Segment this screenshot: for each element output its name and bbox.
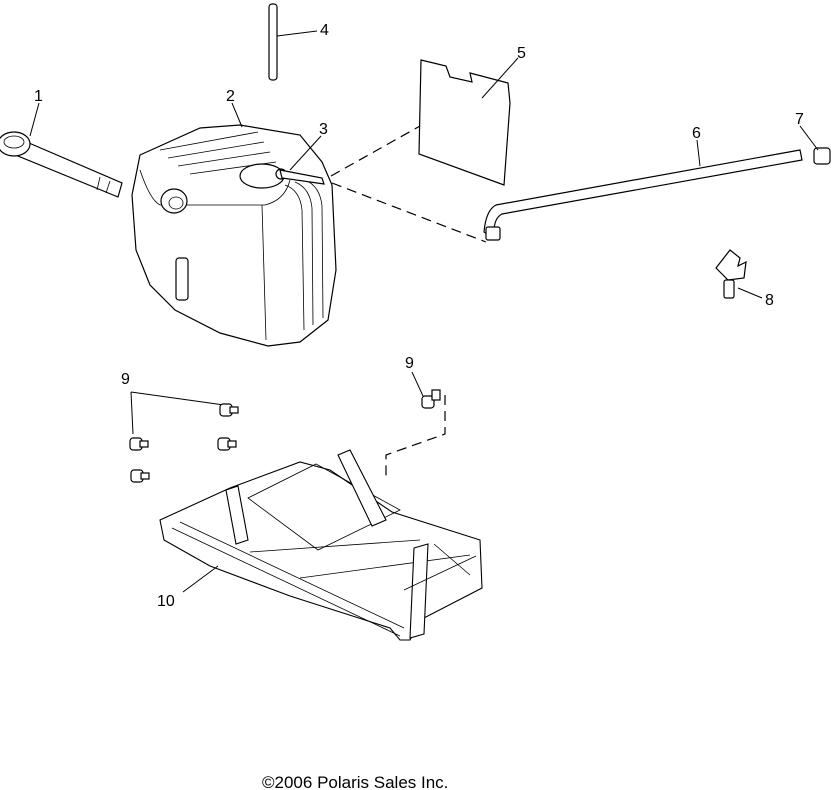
callout-6: 6 [692,125,701,142]
copyright-text: ©2006 Polaris Sales Inc. [262,773,448,790]
part-8-push-clip [715,249,763,299]
part-6-fuel-line [483,139,803,241]
callout-5: 5 [517,45,526,62]
callout-9-right: 9 [405,355,414,372]
callout-4: 4 [320,22,329,39]
callout-9-left: 9 [121,371,130,388]
callout-10: 10 [157,593,175,610]
part-9-screw-right [385,371,446,480]
install-dash-lines [330,125,487,243]
part-5-heat-shield [418,57,519,186]
part-9-screws-left [129,391,239,483]
part-7-fitting [799,125,831,165]
part-4-vent-rod [268,3,318,81]
screw-icon [129,437,149,451]
callout-2: 2 [226,88,235,105]
screw-icon [217,437,237,451]
part-2-fuel-tank [131,102,337,347]
callout-3: 3 [319,121,328,138]
callout-8: 8 [765,292,774,309]
part-10-mount-frame [159,449,483,641]
callout-7: 7 [795,111,804,128]
screw-icon [130,469,150,483]
part-1-fuel-sender [0,102,123,198]
screw-icon [421,389,441,409]
screw-icon [219,403,239,417]
callout-1: 1 [34,88,43,105]
